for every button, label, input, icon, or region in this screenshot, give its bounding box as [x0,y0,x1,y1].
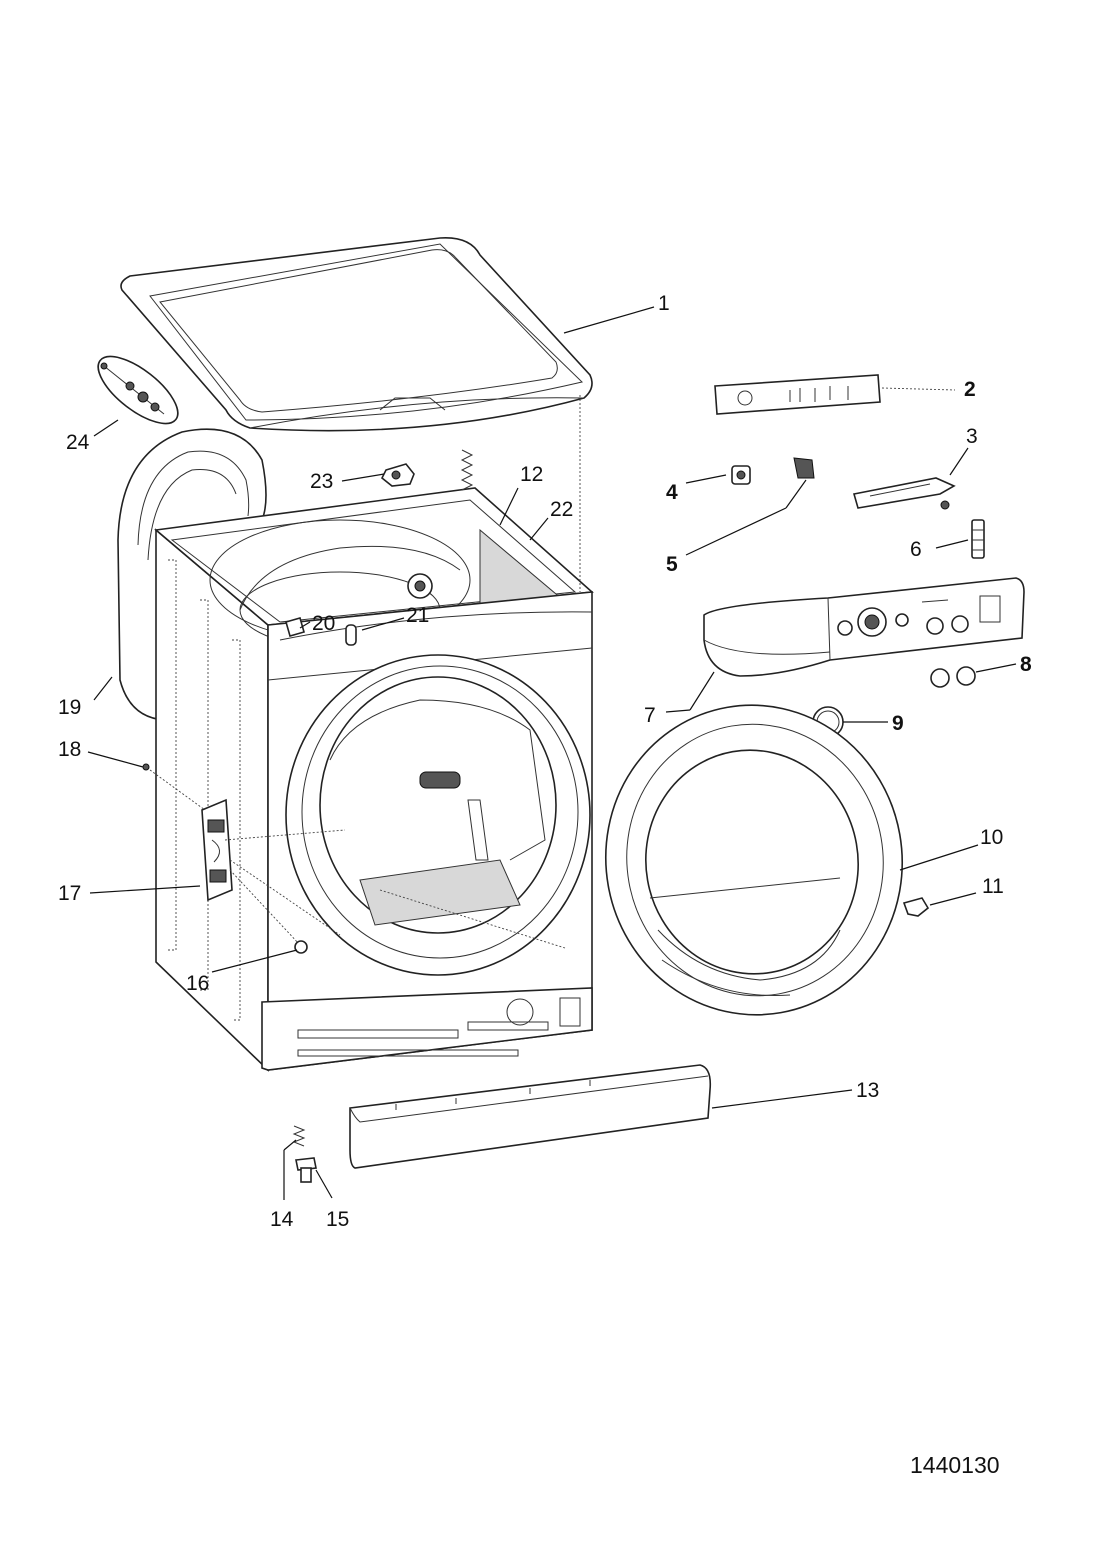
door-fixing [294,940,308,954]
callout-7: 7 [644,704,656,727]
callout-11: 11 [982,875,1004,898]
callout-labels: 1 2 3 4 5 6 7 8 9 10 11 12 13 14 15 16 1… [58,292,1032,1231]
callout-2: 2 [964,378,976,401]
callout-17: 17 [58,882,81,905]
callout-12: 12 [520,463,543,486]
button-strip [971,519,985,559]
rear-gasket [117,428,267,721]
callout-5: 5 [666,553,678,576]
callout-22: 22 [550,498,573,521]
door-assembly [604,704,904,1016]
callout-18: 18 [58,738,81,761]
top-clip [380,463,415,487]
cabinet [154,487,594,1072]
knob-insert [793,457,815,479]
foot-and-spring [292,1125,317,1183]
door-lock [201,798,233,902]
small-screw [142,763,150,771]
small-knobs [930,666,976,688]
callout-9: 9 [892,712,904,735]
callout-13: 13 [856,1079,879,1102]
callout-20: 20 [312,612,335,635]
callout-24: 24 [66,431,90,454]
callout-6: 6 [910,538,922,561]
callout-3: 3 [966,425,978,448]
callout-19: 19 [58,696,81,719]
top-spring [460,449,474,491]
callout-14: 14 [270,1208,294,1231]
hinge-clip [902,897,930,917]
callout-16: 16 [186,972,209,995]
button-unit [731,465,751,485]
screw-kit [97,355,179,425]
callout-1: 1 [658,292,670,315]
callout-21: 21 [406,604,429,627]
callout-4: 4 [666,481,678,504]
kickplate [349,1064,712,1169]
callout-8: 8 [1020,653,1032,676]
board-bracket [852,477,956,510]
leader-lines [87,306,1017,1200]
callout-10: 10 [980,826,1003,849]
callout-23: 23 [310,470,333,493]
top-cover [120,237,593,432]
callout-15: 15 [326,1208,349,1231]
control-panel [703,577,1025,677]
electronic-board [714,374,881,415]
inner-clips [285,617,357,646]
document-code: 1440130 [910,1452,1000,1478]
